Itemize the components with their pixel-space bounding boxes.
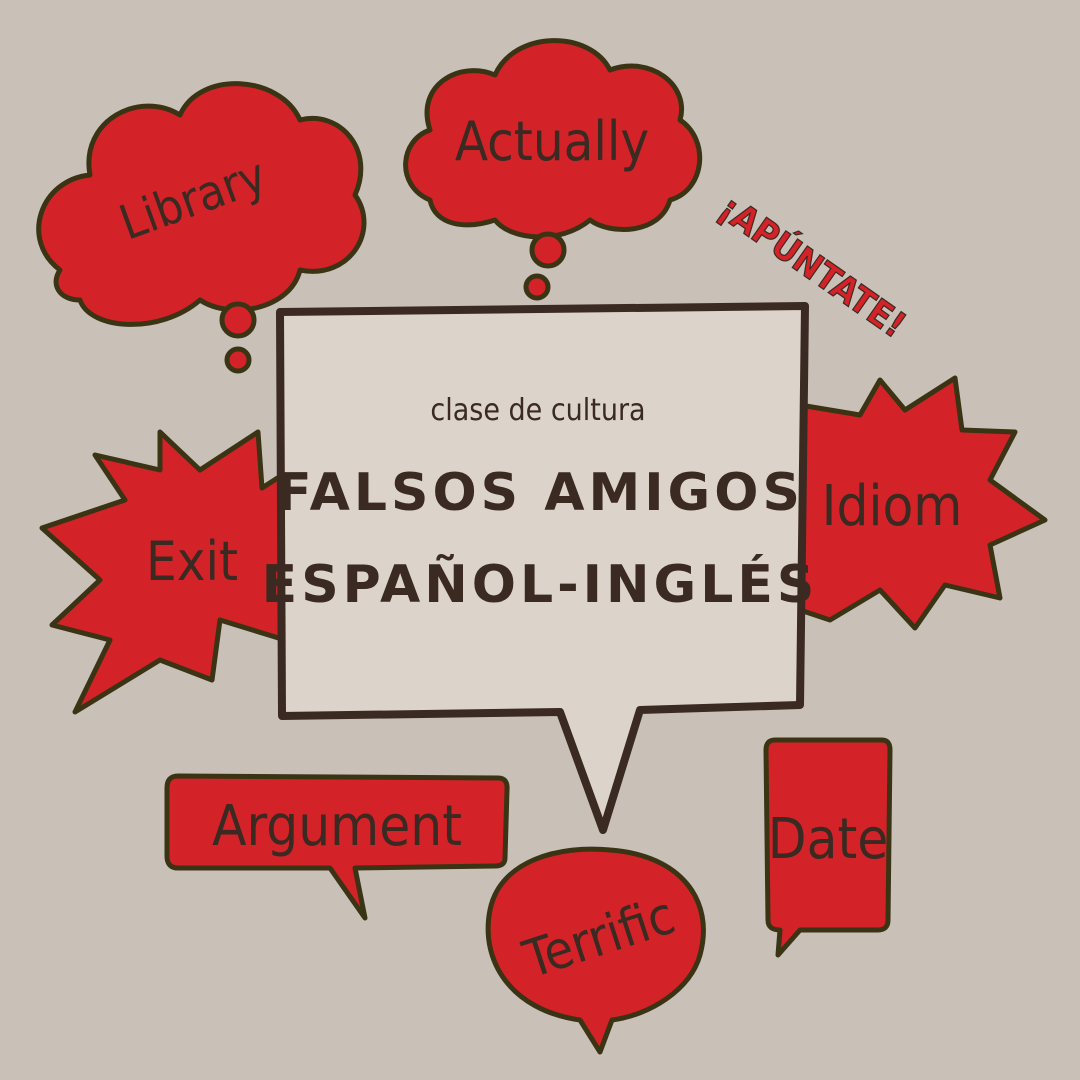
idiom-burst-bubble: Idiom [797,375,1048,631]
argument-label: Argument [212,794,462,859]
idiom-label: Idiom [822,474,963,539]
library-thought-cloud: Library [36,81,367,374]
exit-label: Exit [146,530,238,593]
date-speech-bubble: Date [763,737,893,958]
center-speech-box: clase de cultura FALSOS AMIGOS ESPAÑOL-I… [262,302,819,834]
argument-speech-bubble: Argument [164,773,510,921]
title-line-2: ESPAÑOL-INGLÉS [262,554,819,615]
title-line-1: FALSOS AMIGOS [276,463,804,523]
actually-label: Actually [455,110,649,173]
subtitle: clase de cultura [430,393,645,428]
date-label: Date [768,807,888,872]
terrific-speech-bubble: Terrific [485,846,706,1055]
actually-thought-cloud: Actually [403,38,703,301]
